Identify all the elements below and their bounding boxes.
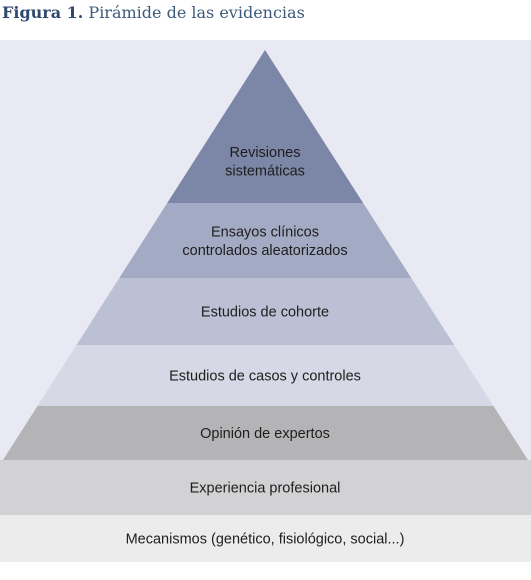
pyramid-level-4-label: Estudios de casos y controles bbox=[169, 369, 361, 385]
pyramid-level-1-label-line-2: sistemáticas bbox=[225, 163, 305, 179]
pyramid-level-6-label-line-1: Experiencia profesional bbox=[190, 481, 341, 497]
figure-title-text: Pirámide de las evidencias bbox=[88, 3, 305, 22]
pyramid-level-1-label: Revisiones sistemáticas bbox=[225, 145, 305, 180]
pyramid-level-6 bbox=[0, 460, 531, 515]
figure-label: Figura 1. bbox=[2, 3, 84, 22]
pyramid-level-4-label-line-1: Estudios de casos y controles bbox=[169, 369, 361, 385]
pyramid-level-2 bbox=[119, 203, 412, 278]
pyramid-level-2-label-line-2: controlados aleatorizados bbox=[182, 243, 347, 259]
figure-title: Figura 1. Pirámide de las evidencias bbox=[2, 3, 305, 22]
pyramid-level-6-label: Experiencia profesional bbox=[190, 481, 341, 497]
pyramid-level-5-label: Opinión de expertos bbox=[200, 426, 330, 442]
pyramid-level-2-label: Ensayos clínicos controlados aleatorizado… bbox=[182, 224, 347, 259]
pyramid-level-3 bbox=[76, 278, 455, 345]
pyramid-level-7-label: Mecanismos (genético, fisiológico, socia… bbox=[126, 532, 405, 548]
pyramid-level-2-label-line-1: Ensayos clínicos bbox=[211, 224, 319, 240]
pyramid-level-3-label: Estudios de cohorte bbox=[201, 305, 329, 321]
pyramid-level-7 bbox=[0, 515, 531, 562]
pyramid-level-4 bbox=[37, 345, 494, 406]
pyramid-level-5 bbox=[3, 406, 528, 460]
pyramid-level-7-label-line-1: Mecanismos (genético, fisiológico, socia… bbox=[126, 532, 405, 548]
pyramid-level-5-label-line-1: Opinión de expertos bbox=[200, 426, 330, 442]
pyramid-level-3-label-line-1: Estudios de cohorte bbox=[201, 305, 329, 321]
pyramid-level-1 bbox=[167, 50, 364, 203]
pyramid-level-1-label-line-1: Revisiones bbox=[230, 145, 301, 161]
